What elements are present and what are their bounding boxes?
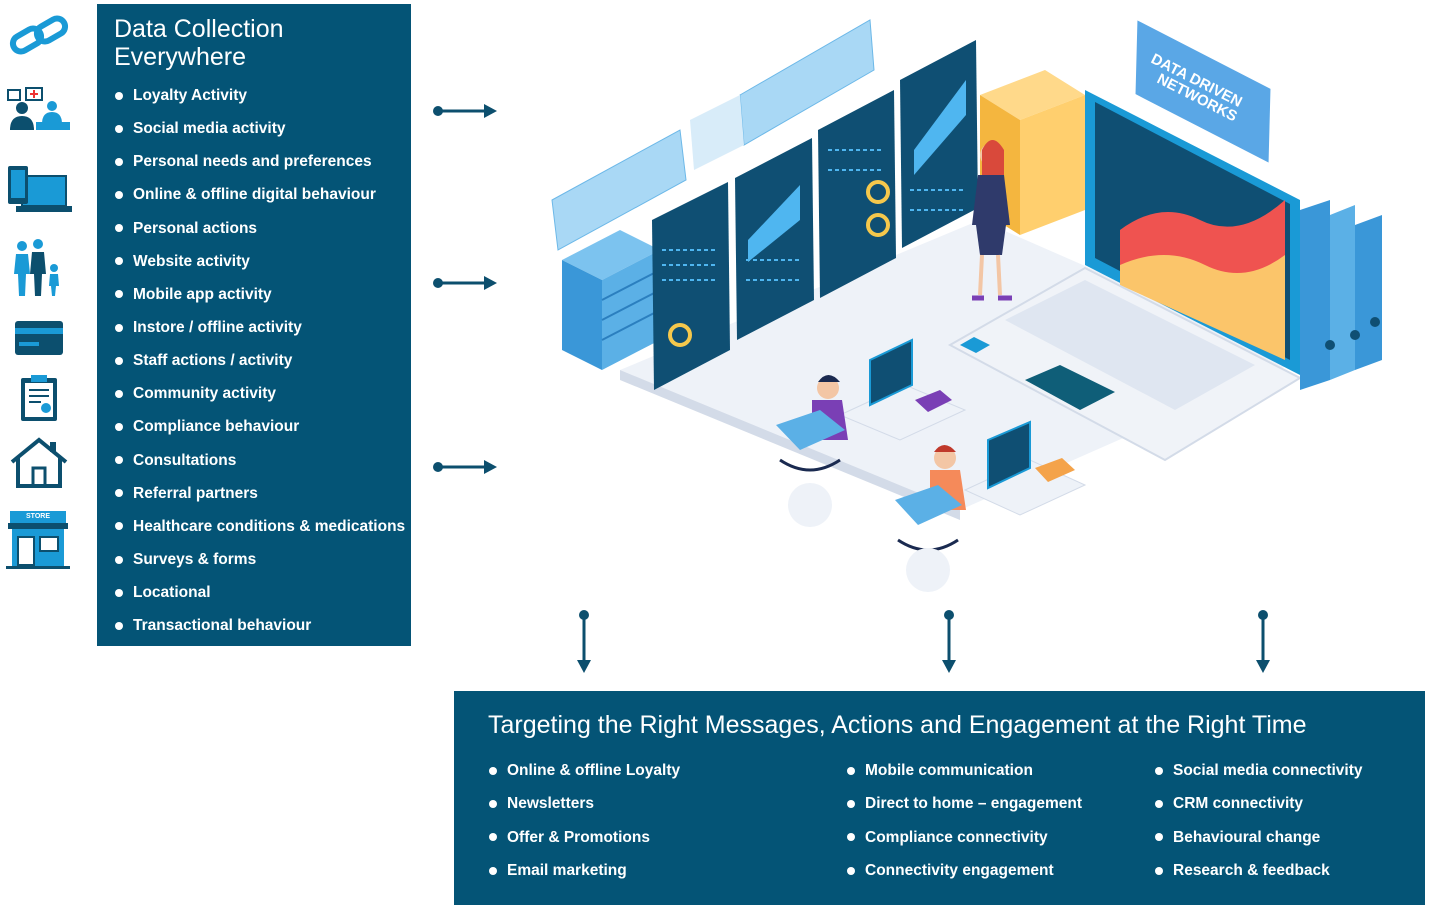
data-collection-item: Consultations xyxy=(114,444,411,477)
data-collection-item: Online & offline digital behaviour xyxy=(114,178,411,211)
data-collection-item: Personal actions xyxy=(114,212,411,245)
store-icon: STORE xyxy=(6,511,70,569)
data-collection-item: Transactional behaviour xyxy=(114,609,411,642)
data-collection-item: Mobile app activity xyxy=(114,278,411,311)
arrow-down-icon xyxy=(1256,610,1270,673)
targeting-item: Mobile communication xyxy=(846,754,1082,787)
data-collection-item: Personal needs and preferences xyxy=(114,145,411,178)
data-collection-title-line1: Data Collection xyxy=(114,15,284,43)
targeting-item: Email marketing xyxy=(488,854,680,887)
laptop xyxy=(947,90,1303,462)
targeting-item: Offer & Promotions xyxy=(488,821,680,854)
data-collection-item: Compliance behaviour xyxy=(114,410,411,443)
targeting-item: Online & offline Loyalty xyxy=(488,754,680,787)
link-icon xyxy=(9,15,69,55)
data-collection-item: Instore / offline activity xyxy=(114,311,411,344)
data-collection-item: Website activity xyxy=(114,245,411,278)
data-collection-item: Healthcare conditions & medications xyxy=(114,510,411,543)
data-driven-networks-sign: DATA DRIVEN NETWORKS xyxy=(1132,15,1274,168)
arrow-right-icon xyxy=(433,460,497,474)
woman-figure xyxy=(972,140,1012,301)
data-collection-item: Referral partners xyxy=(114,477,411,510)
data-collection-title-line2: Everywhere xyxy=(114,43,246,71)
targeting-item: Connectivity engagement xyxy=(846,854,1082,887)
targeting-item: Behavioural change xyxy=(1154,821,1363,854)
devices-icon xyxy=(8,166,72,212)
clipboard-icon xyxy=(21,375,57,421)
data-collection-item: Loyalty Activity xyxy=(114,79,411,112)
home-icon xyxy=(10,437,68,488)
floating-data-cards xyxy=(551,19,875,251)
targeting-item: Research & feedback xyxy=(1154,854,1363,887)
workers xyxy=(776,338,1087,592)
binders xyxy=(1300,200,1382,390)
arrow-down-icon xyxy=(577,610,591,673)
data-collection-item: Surveys & forms xyxy=(114,543,411,576)
targeting-item: Direct to home – engagement xyxy=(846,787,1082,820)
targeting-item: Social media connectivity xyxy=(1154,754,1363,787)
data-collection-item: Community activity xyxy=(114,377,411,410)
consultation-icon xyxy=(7,87,70,130)
targeting-item: CRM connectivity xyxy=(1154,787,1363,820)
data-collection-item: Social media activity xyxy=(114,112,411,145)
data-screens xyxy=(652,40,978,390)
targeting-title: Targeting the Right Messages, Actions an… xyxy=(488,711,1307,739)
credit-card-icon xyxy=(15,321,63,355)
data-collection-panel: Data Collection Everywhere Loyalty Activ… xyxy=(97,4,411,646)
targeting-panel: Targeting the Right Messages, Actions an… xyxy=(454,691,1425,905)
data-collection-item: Locational xyxy=(114,576,411,609)
data-collection-title: Data Collection Everywhere xyxy=(114,15,411,71)
targeting-item: Newsletters xyxy=(488,787,680,820)
targeting-item: Compliance connectivity xyxy=(846,821,1082,854)
arrow-right-icon xyxy=(433,276,497,290)
family-icon xyxy=(14,239,59,296)
store-sign-label: STORE xyxy=(26,513,50,520)
arrow-right-icon xyxy=(433,104,497,118)
server-rack xyxy=(562,230,661,370)
data-collection-item: Staff actions / activity xyxy=(114,344,411,377)
data-network-illustration: DATA DRIVEN NETWORKS xyxy=(551,15,1382,592)
arrow-down-icon xyxy=(942,610,956,673)
